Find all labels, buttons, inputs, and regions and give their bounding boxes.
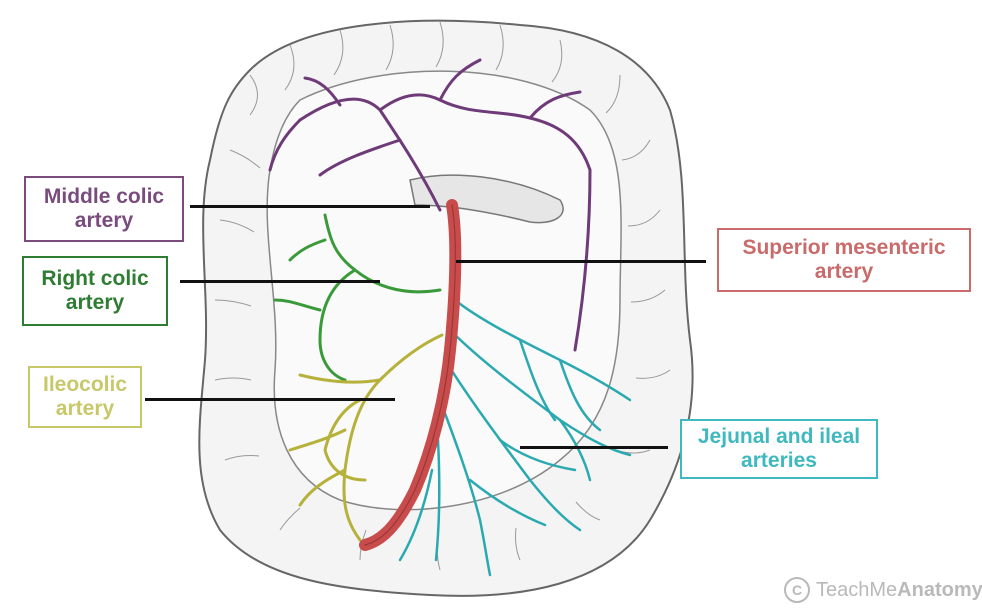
watermark-prefix: TeachMe <box>816 578 898 601</box>
ileocolic-label-line2: artery <box>55 397 115 420</box>
superior-mesenteric-leader-line <box>456 260 706 263</box>
pancreas-shape <box>409 174 564 224</box>
watermark-text: TeachMeAnatomy <box>816 579 982 602</box>
middle-colic-label-line1: Middle colic <box>43 185 165 208</box>
superior-mesenteric-label-line2: artery <box>814 260 874 283</box>
superior-mesenteric-label-line1: Superior mesenteric <box>742 236 946 259</box>
jejunal-ileal-label-line1: Jejunal and ileal <box>697 425 861 448</box>
middle-colic-leader-line <box>190 205 430 208</box>
middle-colic-label: Middle colic artery <box>24 176 184 242</box>
right-colic-label-line1: Right colic <box>41 267 149 290</box>
watermark-brand: Anatomy <box>897 578 982 601</box>
ileocolic-label-line1: Ileocolic <box>42 373 128 396</box>
jejunal-ileal-label-line2: arteries <box>741 449 817 472</box>
middle-colic-label-line2: artery <box>74 209 134 232</box>
right-colic-leader-line <box>180 280 380 283</box>
ileocolic-leader-line <box>145 398 395 401</box>
jejunal-ileal-leader-line <box>520 446 668 449</box>
right-colic-label: Right colic artery <box>22 256 168 326</box>
colon-outline <box>198 19 694 597</box>
watermark: C TeachMeAnatomy <box>784 577 982 603</box>
superior-mesenteric-label: Superior mesenteric artery <box>717 228 971 292</box>
ileocolic-label: Ileocolic artery <box>28 366 142 428</box>
right-colic-branches <box>273 213 442 382</box>
ileocolic-branches <box>288 333 444 542</box>
right-colic-label-line2: artery <box>65 291 125 314</box>
jejunal-ileal-label: Jejunal and ileal arteries <box>680 419 878 479</box>
superior-mesenteric-trunk-outline <box>364 204 456 546</box>
copyright-icon: C <box>784 577 810 603</box>
